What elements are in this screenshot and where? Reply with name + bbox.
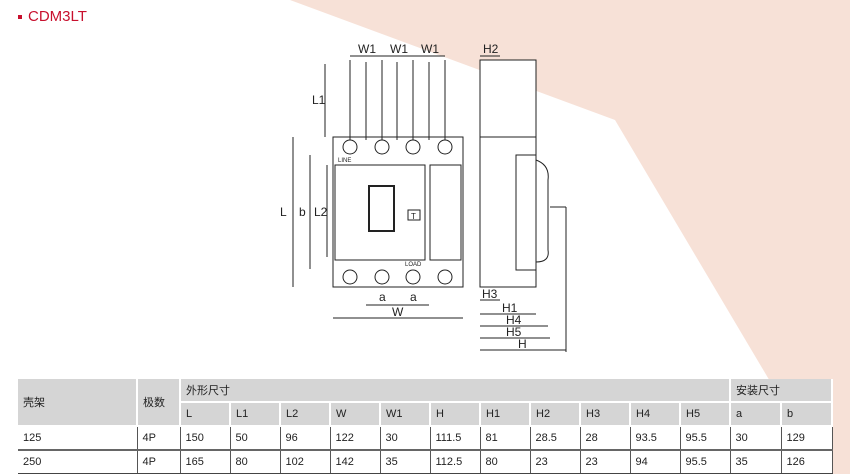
table-cell: 28.5 [530,426,581,451]
table-cell: 30 [730,426,782,451]
table-cell: 50 [230,426,281,451]
header-outline: 外形尺寸 [180,379,731,403]
table-cell: 28 [580,426,631,451]
table-cell: 94 [630,450,681,474]
dim-w1-1: W1 [358,42,376,56]
breaker-side [479,136,537,288]
dim-h: H [518,337,527,351]
dim-a-1: a [379,290,386,304]
table-cell: 4P [137,450,181,474]
subheader-l1: L1 [230,402,281,427]
table-cell: 96 [280,426,331,451]
subheader-h2: H2 [530,402,581,427]
subheader-l2: L2 [280,402,331,427]
subheader-a: a [730,402,782,427]
subheader-h4: H4 [630,402,681,427]
header-mount: 安装尺寸 [730,379,833,403]
table-cell: 125 [18,426,138,451]
line-label: LINE [338,158,351,164]
table-cell: 23 [580,450,631,474]
table-cell: 80 [480,450,531,474]
side-panel [429,164,462,261]
table-cell: 129 [781,426,833,451]
table-cell: 122 [330,426,381,451]
dim-l1: L1 [312,93,326,107]
dim-l2: L2 [314,205,328,219]
front-panel [334,164,426,261]
subheader-w: W [330,402,381,427]
dim-w1-3: W1 [421,42,439,56]
dim-h2: H2 [483,42,499,56]
table-cell: 126 [781,450,833,474]
terminal-cover [479,59,537,141]
table-cell: 102 [280,450,331,474]
test-label: T [411,212,416,221]
header-poles: 极数 [137,379,181,427]
table-cell: 93.5 [630,426,681,451]
table-cell: 111.5 [430,426,481,451]
dim-h4: H4 [506,313,522,327]
dim-l: L [280,205,287,219]
dim-b: b [299,205,306,219]
dim-h5: H5 [506,325,522,339]
table-cell: 95.5 [680,450,731,474]
table-cell: 35 [380,450,431,474]
table-cell: 23 [530,450,581,474]
table-cell: 35 [730,450,782,474]
table-cell: 95.5 [680,426,731,451]
subheader-b: b [781,402,833,427]
terminals-bottom [342,269,453,285]
test-button [407,209,421,221]
breaker-front [332,136,464,288]
table-cell: 80 [230,450,281,474]
product-title: CDM3LT [18,8,87,25]
dim-a-2: a [410,290,417,304]
subheader-h5: H5 [680,402,731,427]
dim-w1-2: W1 [390,42,408,56]
subheader-h: H [430,402,481,427]
bullet-icon [18,14,22,19]
load-label: LOAD [405,262,422,268]
dim-w: W [392,305,404,319]
dim-h1: H1 [502,301,518,315]
table-cell: 4P [137,426,181,451]
dim-h3: H3 [482,287,498,301]
table-cell: 165 [180,450,231,474]
subheader-h3: H3 [580,402,631,427]
table-cell: 142 [330,450,381,474]
table-cell: 112.5 [430,450,481,474]
handle [368,185,395,232]
table-cell: 30 [380,426,431,451]
subheader-h1: H1 [480,402,531,427]
subheader-l: L [180,402,231,427]
header-frame: 壳架 [18,379,138,427]
table-cell: 81 [480,426,531,451]
table-cell: 250 [18,450,138,474]
table-cell: 150 [180,426,231,451]
subheader-w1: W1 [380,402,431,427]
